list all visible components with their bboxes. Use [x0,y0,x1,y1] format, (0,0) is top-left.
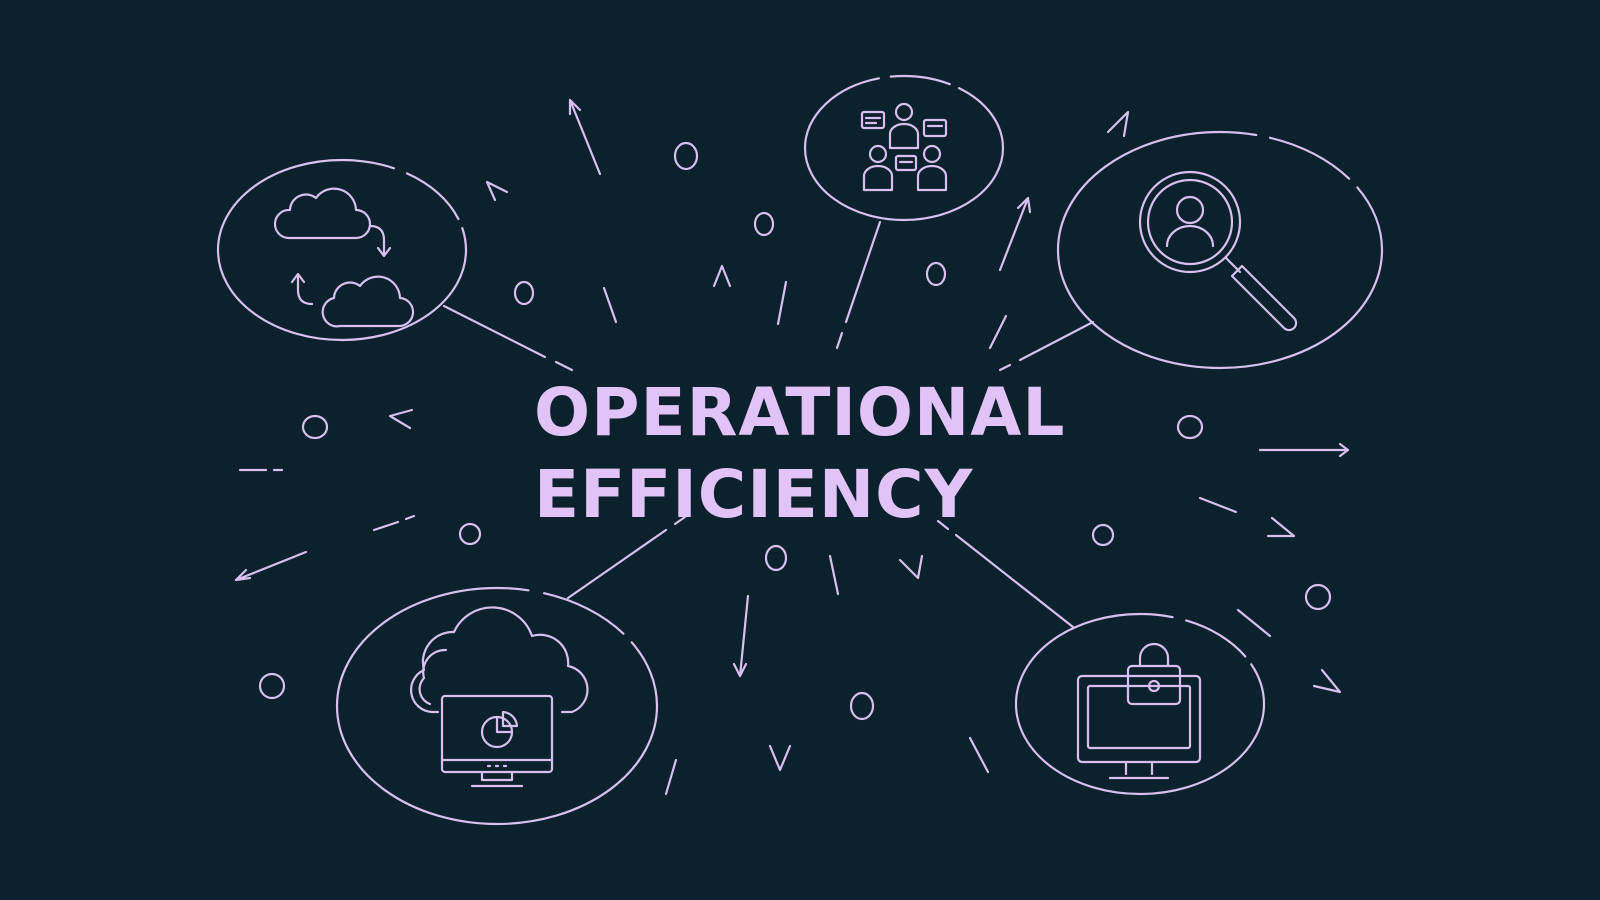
cloud-sync-icon [273,187,415,328]
node-cloud-analytics [335,586,659,826]
node-team-discussion [803,74,1005,222]
node-secure-monitor [1014,612,1266,796]
node-cloud-sync [216,158,468,342]
cloud-analytics-monitor-icon [410,606,589,788]
decorations [234,98,1350,796]
node-user-search [1056,130,1384,370]
connector-team-tip [835,331,844,350]
connectors [442,220,1095,629]
node-ellipses [216,74,1384,826]
diagram-title: OPERATIONAL EFFICIENCY [534,372,1065,536]
secure-monitor-icon [1076,642,1202,780]
connector-user-search [1018,320,1095,362]
team-discussion-icon [860,102,948,192]
title-line-1: OPERATIONAL [534,374,1066,451]
connector-cloud-analytics [566,528,668,600]
connector-cloud-sync-tip [554,360,574,372]
connector-secure-monitor-tip [936,519,950,531]
title-line-2: EFFICIENCY [534,456,974,533]
connector-user-search-tip [998,363,1012,372]
user-search-icon [1138,170,1298,332]
connector-cloud-analytics-tip [673,515,687,526]
connector-team [844,220,882,324]
connector-secure-monitor [954,533,1075,629]
connector-cloud-sync [442,304,547,359]
